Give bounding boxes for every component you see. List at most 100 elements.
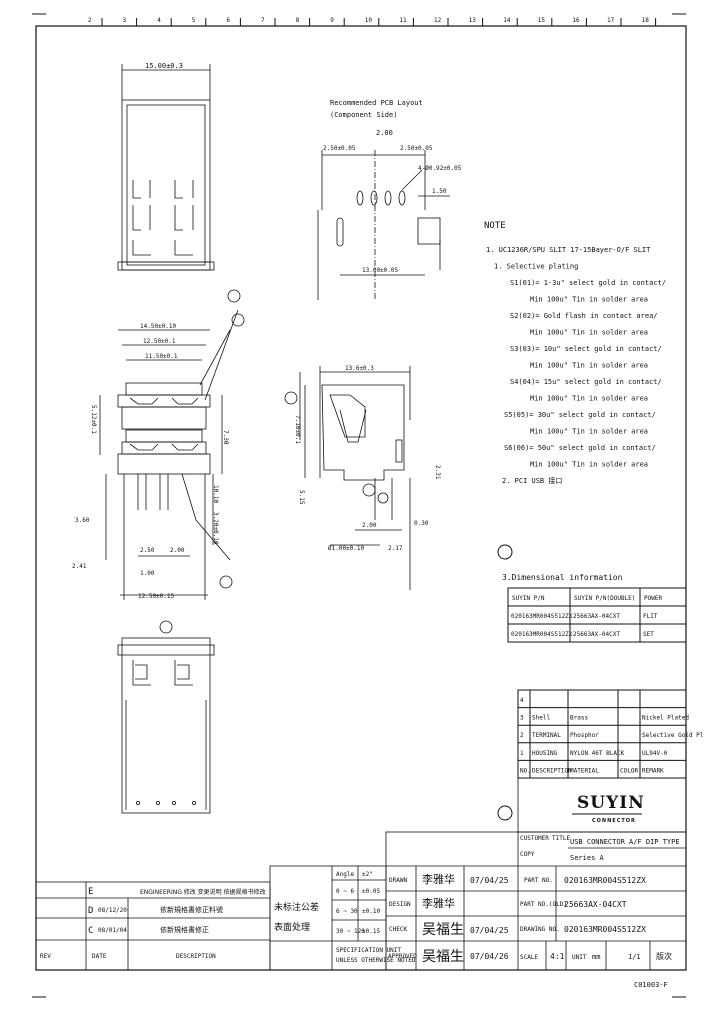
leader bbox=[195, 519, 231, 561]
brand-sub: CONNECTOR bbox=[592, 818, 636, 824]
side-view bbox=[99, 289, 245, 600]
mid-dim-gap: 0.30 bbox=[414, 520, 429, 527]
pin-dot bbox=[135, 801, 140, 806]
note-line: Min 100u" Tin in solder area bbox=[530, 296, 648, 304]
mat-cell: Phosphor bbox=[570, 732, 599, 739]
pcb-bottom-dim: 13.00±0.05 bbox=[362, 267, 399, 274]
side-base bbox=[117, 453, 211, 475]
pcb-hole bbox=[356, 190, 364, 206]
title-value: USB CONNECTOR A/F DIP TYPE bbox=[570, 838, 680, 846]
side-body bbox=[121, 406, 207, 430]
mid-dim-top: 13.6±0.3 bbox=[345, 365, 374, 372]
mid-dim-pins: 2.31 bbox=[434, 465, 441, 480]
leader bbox=[204, 309, 239, 401]
pin-dot bbox=[155, 801, 160, 806]
table-cell: 25663AX-04CXT bbox=[573, 613, 620, 620]
drawingno-label: DRAWING NO. bbox=[520, 926, 560, 933]
title-value2: Series A bbox=[570, 854, 605, 862]
mat-header: MATERIAL bbox=[570, 767, 599, 774]
tol-note-1: 未标注公差 bbox=[274, 901, 319, 913]
partno-old-value: 25663AX-04CXT bbox=[564, 900, 627, 909]
ruler-number: 10 bbox=[365, 17, 373, 24]
top-view bbox=[117, 64, 215, 271]
approved-name: 吴福生 bbox=[422, 949, 464, 965]
mid-dim-gap3: 2.17 bbox=[388, 545, 403, 552]
check-name: 吴福生 bbox=[422, 922, 464, 938]
ruler-number: 15 bbox=[538, 17, 546, 24]
side-dim-a: 14.50±0.10 bbox=[140, 323, 177, 330]
rev-date-header: DATE bbox=[92, 953, 107, 960]
mat-header: COLOR bbox=[620, 767, 638, 774]
pcb-hole-note: 4-Ø0.92±0.05 bbox=[418, 165, 462, 172]
tol-range: 6 ~ 30 bbox=[336, 908, 358, 915]
rev-d-date: 08/12/20 bbox=[98, 907, 127, 914]
callout-circle bbox=[497, 805, 513, 821]
table-cell: 020163MR004S512ZX bbox=[511, 631, 573, 638]
tol-range: 0 ~ 6 bbox=[336, 888, 354, 895]
mat-header: NO. bbox=[520, 767, 531, 774]
top-view-flange bbox=[117, 261, 215, 271]
pcb-hole bbox=[370, 190, 378, 206]
pcb-pad bbox=[417, 217, 441, 245]
partno-value: 020163MR004S512ZX bbox=[564, 876, 646, 885]
pin-dot bbox=[191, 801, 196, 806]
table-cell: 25663AX-04CXT bbox=[573, 631, 620, 638]
note-line: Min 100u" Tin in solder area bbox=[530, 362, 648, 370]
rev-c-desc: 依新規格書修正 bbox=[160, 925, 209, 934]
mat-cell: UL94V-0 bbox=[642, 750, 668, 757]
side-dim-d: 1.00 bbox=[140, 570, 155, 577]
drawn-name: 李雅华 bbox=[422, 872, 455, 886]
check-label: CHECK bbox=[389, 926, 407, 933]
side-dim-m: 5.12±0.1 bbox=[90, 405, 97, 434]
table-header: POWER bbox=[644, 595, 662, 602]
side-mid bbox=[125, 429, 203, 443]
ruler-number: 6 bbox=[226, 17, 230, 24]
bottom-view-flange bbox=[117, 644, 215, 656]
top-view-body bbox=[121, 99, 211, 271]
unit-label: UNIT bbox=[572, 954, 587, 961]
ruler-number: 3 bbox=[123, 17, 127, 24]
tolerance-block bbox=[269, 865, 387, 971]
rev-c: C bbox=[88, 926, 93, 936]
rev-c-date: 08/01/04 bbox=[98, 927, 127, 934]
table-header: SUYIN P/N bbox=[512, 595, 545, 602]
design-label: DESIGN bbox=[389, 901, 411, 908]
version-label: 版次 bbox=[656, 951, 672, 961]
side-dim-b: 12.50±0.1 bbox=[143, 338, 176, 345]
revision-box bbox=[35, 881, 271, 971]
pcb-subtitle: (Component Side) bbox=[330, 111, 397, 119]
mat-cell: Selective Gold Pl bbox=[642, 732, 704, 739]
side-dim-k: 10.10 bbox=[212, 485, 219, 503]
ruler-number: 17 bbox=[607, 17, 615, 24]
profile-hole bbox=[377, 492, 389, 504]
table-cell: 020163MR004S512ZX bbox=[511, 613, 573, 620]
mat-cell: Brass bbox=[570, 715, 588, 722]
side-dim-h: 2.41 bbox=[72, 563, 87, 570]
spec-b: UNLESS OTHERWISE NOTED bbox=[336, 957, 416, 964]
note-line: S6(06)= 50u" select gold in contact/ bbox=[504, 444, 656, 452]
pcb-title: Recommended PCB Layout bbox=[330, 99, 423, 107]
side-flange bbox=[117, 394, 211, 408]
note-line: S2(02)= Gold flash in contact area/ bbox=[510, 312, 658, 320]
rev-e-desc: ENGINEERING 修改 变更说明 依据规格书修改 bbox=[140, 888, 266, 896]
profile-inner bbox=[329, 394, 366, 438]
brand-logo: SUYIN bbox=[577, 793, 645, 813]
side-dim-f: 2.00 bbox=[170, 547, 185, 554]
ruler-number: 11 bbox=[399, 17, 407, 24]
dim-info-title: 3.Dimensional information bbox=[502, 573, 623, 582]
mat-cell: NYLON 46T BLACK bbox=[570, 750, 625, 757]
table-cell: SET bbox=[643, 631, 654, 638]
pcb-hole bbox=[384, 190, 392, 206]
ruler-number: 7 bbox=[261, 17, 265, 24]
approved-label: APPROVED bbox=[388, 953, 417, 960]
mat-header: REMARK bbox=[642, 767, 664, 774]
bottom-view bbox=[117, 620, 215, 814]
note-title: NOTE bbox=[484, 221, 506, 231]
check-date: 07/04/25 bbox=[470, 926, 509, 935]
drawingno-value: 020163MR004S512ZX bbox=[564, 925, 646, 934]
ruler-number: 13 bbox=[469, 17, 477, 24]
note-line: S5(05)= 30u" select gold in contact/ bbox=[504, 411, 656, 419]
sheet-value: 1/1 bbox=[628, 953, 641, 961]
